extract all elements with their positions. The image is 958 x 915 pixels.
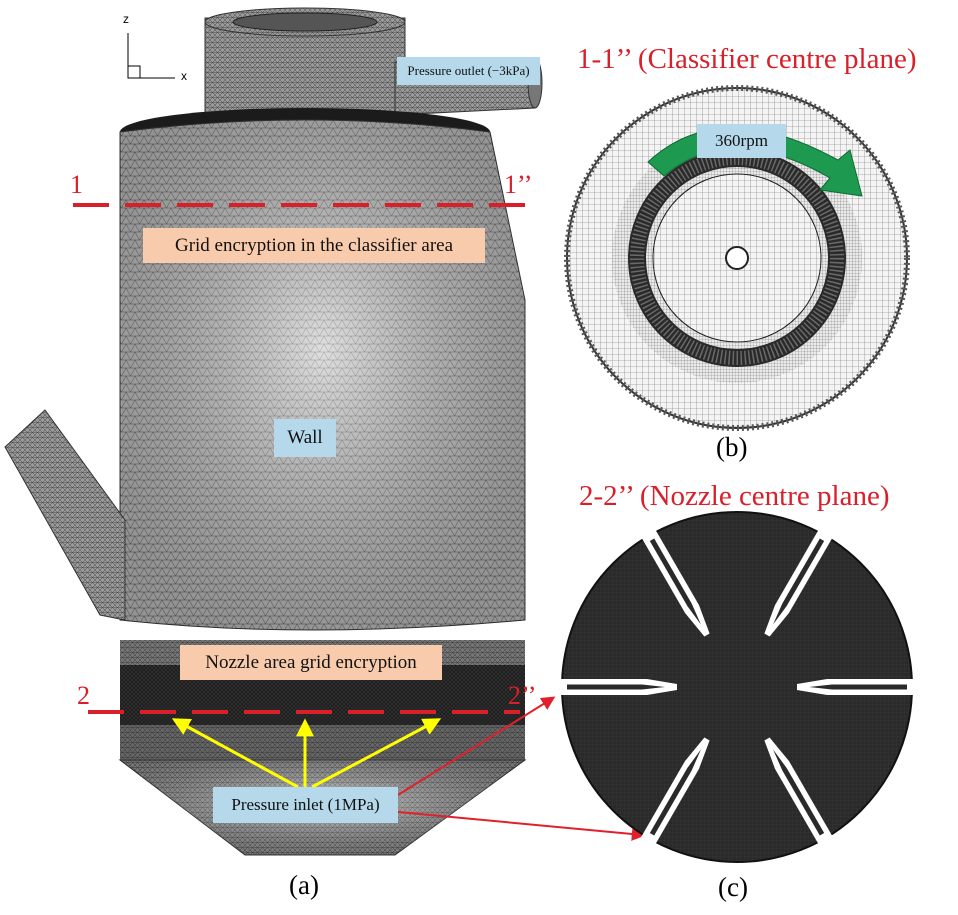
panel-a-caption: (a)	[289, 870, 319, 900]
nozzle-slots	[558, 527, 916, 847]
axis-x-label: x	[181, 69, 187, 83]
side-inlet-pipe	[4, 409, 126, 621]
classifier-shaft	[725, 246, 749, 270]
nozzle-slot	[764, 527, 834, 637]
inlet-direction-arrows	[171, 718, 442, 789]
nozzle-grid-label: Nozzle area grid encryption	[180, 645, 442, 680]
nozzle-plane-section	[558, 511, 916, 863]
nozzle-slot	[764, 737, 834, 847]
wall-label: Wall	[274, 419, 336, 457]
section-2-right-label: 2’’	[508, 681, 537, 710]
coordinate-axes-icon	[127, 33, 175, 79]
panel-b-title: 1-1’’ (Classifier centre plane)	[577, 43, 917, 75]
nozzle-slot	[640, 737, 710, 847]
pressure-inlet-label: Pressure inlet (1MPa)	[213, 787, 398, 823]
classifier-grid-label: Grid encryption in the classifier area	[143, 228, 485, 263]
rotation-speed-label: 360rpm	[697, 124, 786, 158]
inlet-to-panel-c-arrows	[397, 696, 646, 841]
section-2-left-label: 2	[77, 681, 90, 710]
pressure-outlet-label: Pressure outlet (−3kPa)	[397, 57, 540, 85]
nozzle-slot	[640, 527, 710, 637]
panel-b-caption: (b)	[716, 432, 748, 462]
panel-c-title: 2-2’’ (Nozzle centre plane)	[579, 480, 890, 512]
axis-z-label: z	[123, 12, 129, 26]
section-1-right-label: 1’’	[504, 170, 533, 199]
section-1-left-label: 1	[70, 170, 83, 199]
panel-c-caption: (c)	[718, 872, 748, 902]
nozzle-slot	[558, 679, 677, 695]
nozzle-slot	[797, 679, 916, 695]
